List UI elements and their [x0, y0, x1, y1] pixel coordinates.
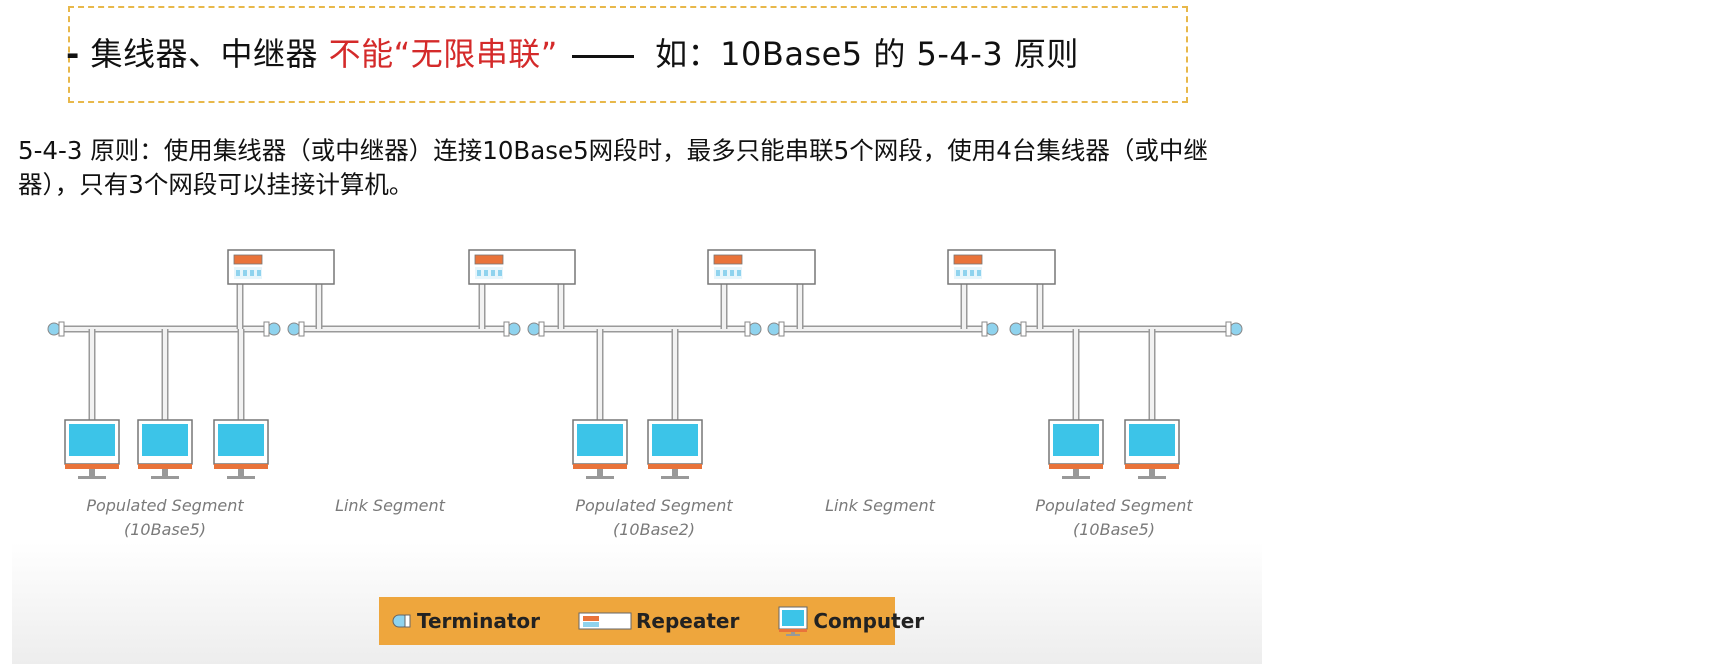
legend: Terminator Repeater Computer: [379, 597, 924, 645]
repeaters: [227, 249, 1056, 285]
legend-computer: Computer: [777, 606, 924, 636]
legend-repeater: Repeater: [578, 609, 739, 633]
terminator-icon: [527, 321, 545, 337]
segment-name: Populated Segment: [1035, 496, 1193, 515]
network-diagram: [47, 249, 1243, 479]
cables: [60, 284, 1230, 420]
segment-name: Populated Segment: [575, 496, 733, 515]
computer-icon: [1048, 419, 1104, 479]
computer-icon: [778, 606, 808, 636]
segment-label: Populated Segment (10Base5): [1004, 494, 1224, 542]
terminator-icon: [287, 321, 305, 337]
segment-name: Link Segment: [825, 496, 935, 515]
computer-icon: [1124, 419, 1180, 479]
terminator-icon: [744, 321, 762, 337]
headline-bullet: -: [66, 35, 80, 73]
legend-terminator-label: Terminator: [417, 609, 541, 633]
repeater-icon: [227, 249, 335, 285]
segment-type: (10Base2): [613, 520, 695, 539]
repeater-icon: [578, 612, 632, 630]
headline-red-text: 不能“无限串联”: [328, 35, 558, 73]
terminator-icon: [767, 321, 785, 337]
segment-name: Populated Segment: [86, 496, 244, 515]
terminator-icon: [981, 321, 999, 337]
segment-label: Populated Segment (10Base5): [55, 494, 275, 542]
terminator-icon: [503, 321, 521, 337]
terminator-icon: [1009, 321, 1027, 337]
headline: - 集线器、中继器 不能“无限串联” 如：10Base5 的 5-4-3 原则: [66, 8, 1186, 101]
repeater-icon: [707, 249, 816, 285]
computer-icon: [64, 419, 120, 479]
legend-repeater-label: Repeater: [636, 609, 740, 633]
legend-terminator: Terminator: [391, 609, 540, 633]
terminator-icon: [392, 614, 411, 628]
terminator-icon: [263, 321, 281, 337]
segment-label: Populated Segment (10Base2): [544, 494, 764, 542]
right-blank-area: [1262, 0, 1715, 664]
headline-part1: 集线器、中继器: [90, 35, 318, 73]
terminator-icon: [47, 321, 65, 337]
headline-dash: [572, 54, 635, 58]
computer-icon: [213, 419, 269, 479]
terminators: [47, 321, 1243, 337]
computer-icon: [137, 419, 193, 479]
segment-type: (10Base5): [1073, 520, 1155, 539]
computer-icon: [572, 419, 628, 479]
computer-icon: [647, 419, 703, 479]
terminator-icon: [1225, 321, 1243, 337]
segment-label: Link Segment: [280, 494, 500, 518]
description-text: 5-4-3 原则：使用集线器（或中继器）连接10Base5网段时，最多只能串联5…: [18, 136, 1208, 199]
repeater-icon: [468, 249, 576, 285]
computers: [64, 419, 1180, 479]
segment-type: (10Base5): [124, 520, 206, 539]
headline-box: - 集线器、中继器 不能“无限串联” 如：10Base5 的 5-4-3 原则: [66, 6, 1188, 103]
segment-label: Link Segment: [770, 494, 990, 518]
segment-name: Link Segment: [335, 496, 445, 515]
repeater-icon: [947, 249, 1056, 285]
headline-part3: 如：10Base5 的 5-4-3 原则: [655, 35, 1079, 73]
legend-computer-label: Computer: [813, 609, 925, 633]
